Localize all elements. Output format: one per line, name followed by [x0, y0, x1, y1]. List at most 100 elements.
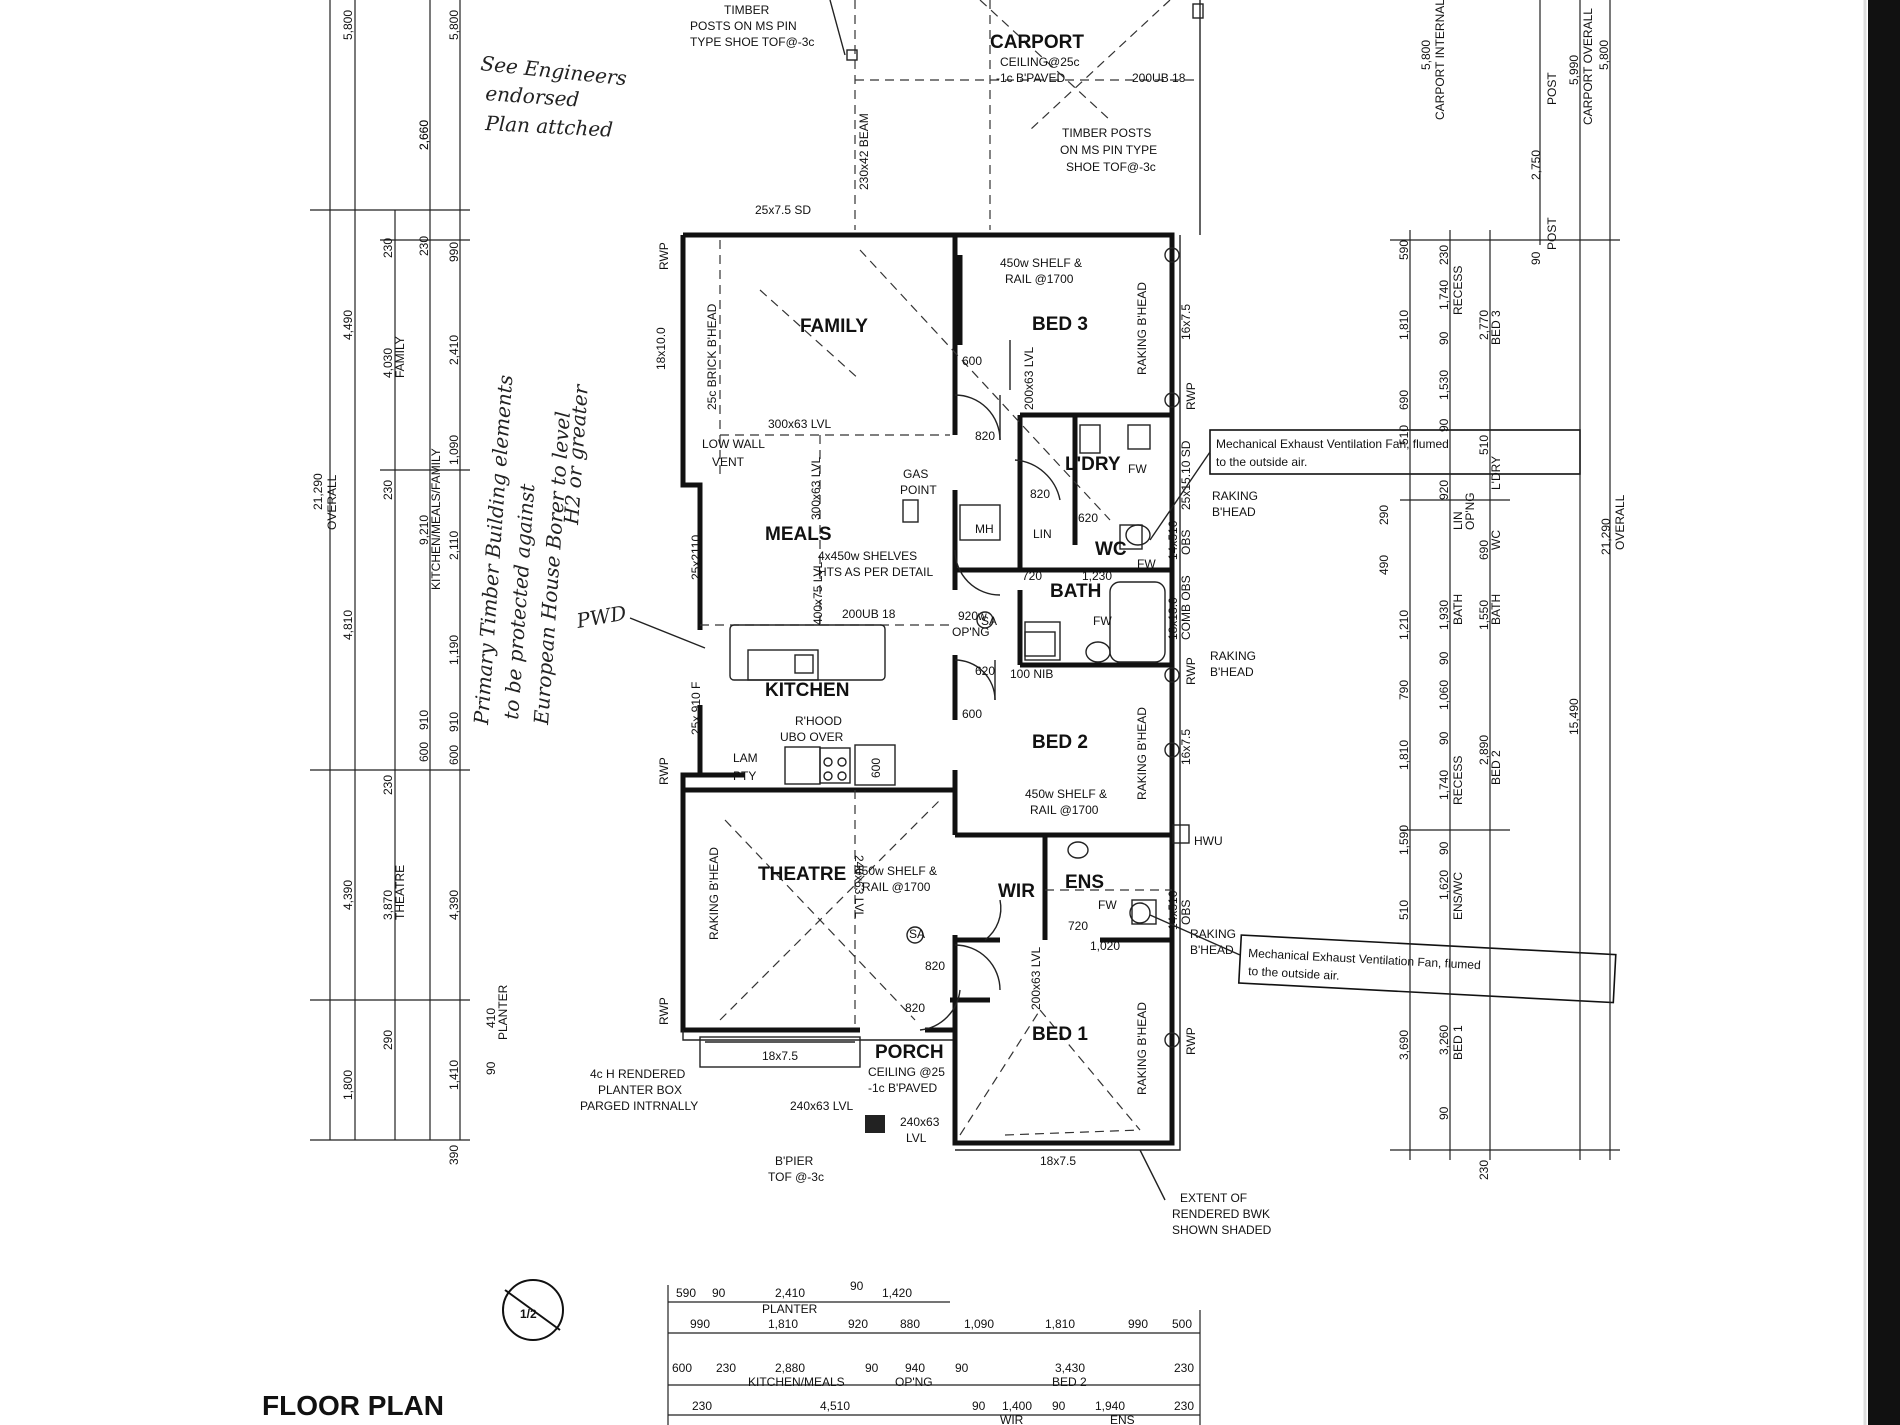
dim-bottom-2-2: 2,880: [775, 1361, 805, 1375]
note-600-2: 600: [962, 707, 982, 721]
dim-bottom-2-5: 90: [955, 1361, 969, 1375]
handwritten-engineer-2: endorsed: [485, 81, 580, 112]
bottom-row-1: 990 1,810 920 880 1,090 1,810 990 500: [690, 1317, 1192, 1331]
dim-bottom-2-1: 230: [716, 1361, 736, 1375]
note-bpier-2: TOF @-3c: [768, 1170, 824, 1184]
dim-right-second-4: 90: [1437, 418, 1451, 432]
note-25x910: 25x 910 F: [689, 682, 703, 735]
note-lvl-bed1: 200x63 LVL: [1029, 947, 1043, 1010]
dim-bottom-1-7: 500: [1172, 1317, 1192, 1331]
note-hwu: HWU: [1194, 834, 1223, 848]
note-extent-3: SHOWN SHADED: [1172, 1223, 1272, 1237]
note-1230: 1,230: [1082, 569, 1112, 583]
room-label-family: FAMILY: [800, 316, 868, 337]
dim-right-second-13: 90: [1437, 1106, 1451, 1120]
dim-bottom-2-7: 230: [1174, 1361, 1194, 1375]
room-label-ens: ENS: [1065, 872, 1104, 893]
external-walls: [680, 232, 1181, 1151]
note-shelf-theatre-1: 450w SHELF &: [855, 864, 937, 878]
dim-right-third-2: 920: [1437, 480, 1451, 500]
dim-bottom-1-5: 1,810: [1045, 1317, 1075, 1331]
dim-right-inner-2: 690: [1397, 390, 1411, 410]
dim-left-outer-1: 4,490: [341, 310, 355, 340]
note-lvl-porch-1: 240x63 LVL: [790, 1099, 853, 1113]
note-25x2110: 25x2110: [689, 535, 703, 580]
dim-right-far-3: 90: [1529, 251, 1543, 265]
dim-left-inner-8: 3,870: [381, 890, 395, 920]
room-label-lam: LAM: [733, 751, 758, 765]
carport-ceiling-note-1: CEILING@25c: [1000, 55, 1080, 69]
dim-right-label-lin: LIN: [1451, 511, 1465, 530]
dim-right-inner-6: 1,210: [1397, 610, 1411, 640]
beam-lines: [700, 240, 1172, 1136]
note-beam-kitchen: 200UB 18: [842, 607, 896, 621]
note-sa-1: SA: [981, 614, 997, 628]
note-planter-box-3: PARGED INTRNALLY: [580, 1099, 698, 1113]
note-18x75-2: 18x7.5: [1040, 1154, 1076, 1168]
dim-left-inner-7: 230: [381, 775, 395, 795]
dim-left-outer-0: 5,800: [341, 10, 355, 40]
note-18x100: 18x10.0: [654, 327, 668, 370]
note-gas-point-1: GAS: [903, 467, 928, 481]
dim-left-third-8: 910: [447, 712, 461, 732]
room-label-bed3: BED 3: [1032, 314, 1088, 335]
dim-left-third-4: 2,410: [447, 335, 461, 365]
mech-fan-note-2: to the outside air.: [1216, 455, 1307, 469]
dim-right-inner-12: 230: [1477, 1160, 1491, 1180]
handwritten-timber-4: H2 or greater: [559, 383, 593, 527]
mech-fan-note-1: Mechanical Exhaust Ventilation Fan, flum…: [1216, 437, 1449, 451]
note-shelf-bed3-2: RAIL @1700: [1005, 272, 1074, 286]
note-extent-2: RENDERED BWK: [1172, 1207, 1270, 1221]
room-label-mh: MH: [975, 522, 994, 536]
note-opening-1: 920w: [958, 609, 987, 623]
note-nib: 100 NIB: [1010, 667, 1053, 681]
note-sd-top: 25x7.5 SD: [755, 203, 811, 217]
note-fw-2: FW: [1137, 557, 1156, 571]
dim-right-label-bath-1: BATH: [1451, 594, 1465, 625]
dim-bottom-1-6: 990: [1128, 1317, 1148, 1331]
dim-left-overall-label: OVERALL: [325, 474, 339, 530]
dimension-chains-left: [310, 0, 470, 1141]
dim-right-second-5: 1,930: [1437, 600, 1451, 630]
dimension-chains-right: [1390, 0, 1620, 1160]
note-raking-right-6: B'HEAD: [1190, 943, 1234, 957]
dim-left-inner-4: 9,210: [417, 515, 431, 545]
note-shelves-1: 4x450w SHELVES: [818, 549, 917, 563]
note-porch-ceiling-1: CEILING @25: [868, 1065, 945, 1079]
dim-left-outer-2: 4,810: [341, 610, 355, 640]
note-extent-1: EXTENT OF: [1180, 1191, 1247, 1205]
dim-left-label-kmf: KITCHEN/MEALS/FAMILY: [429, 448, 443, 590]
dim-left-label-planter: PLANTER: [496, 984, 510, 1040]
dim-right-far-1: 5,990: [1567, 55, 1581, 85]
timber-posts-top-note-2: POSTS ON MS PIN: [690, 19, 797, 33]
mech-fan-note-4: to the outside air.: [1248, 964, 1340, 983]
note-720-1: 720: [1022, 569, 1042, 583]
room-label-theatre: THEATRE: [758, 864, 846, 885]
dim-bottom-3-1: 4,510: [820, 1399, 850, 1413]
dim-left-inner-0: 2,660: [417, 120, 431, 150]
note-16x75-2: 16x7.5: [1179, 729, 1193, 765]
fixtures: [729, 247, 1190, 1133]
bottom-row-3: 230 4,510 90 1,400 90 1,940 230: [692, 1399, 1194, 1413]
note-porch-ceiling-2: -1c B'PAVED: [868, 1081, 938, 1095]
note-brick-bhead: 25c BRICK B'HEAD: [705, 303, 719, 410]
dim-bottom-label-ens: ENS: [1110, 1413, 1135, 1425]
note-shelf-bed2-2: RAIL @1700: [1030, 803, 1099, 817]
note-rhood-1: R'HOOD: [795, 714, 842, 728]
carport-beam-note: 200UB 18: [1132, 71, 1186, 85]
dim-bottom-1-1: 1,810: [768, 1317, 798, 1331]
dim-right-inner-5: 490: [1377, 555, 1391, 575]
dim-right-label-wc: WC: [1489, 530, 1503, 550]
room-label-porch: PORCH: [875, 1042, 944, 1063]
handwritten-engineer-3: Plan attched: [484, 111, 614, 142]
dim-left-third-10: 4,390: [447, 890, 461, 920]
dim-left-third-1: 2,660: [417, 120, 431, 150]
carport-area: [829, 0, 1204, 235]
dim-right-inner-4: 290: [1377, 505, 1391, 525]
note-620-1: 620: [1078, 511, 1098, 525]
room-label-kitchen: KITCHEN: [765, 680, 849, 701]
dim-left-third-7: 1,190: [447, 635, 461, 665]
dim-right-far-label-2: CARPORT OVERALL: [1581, 8, 1595, 125]
room-label-bed2: BED 2: [1032, 732, 1088, 753]
dim-right-label-ldry: L'DRY: [1489, 456, 1503, 490]
